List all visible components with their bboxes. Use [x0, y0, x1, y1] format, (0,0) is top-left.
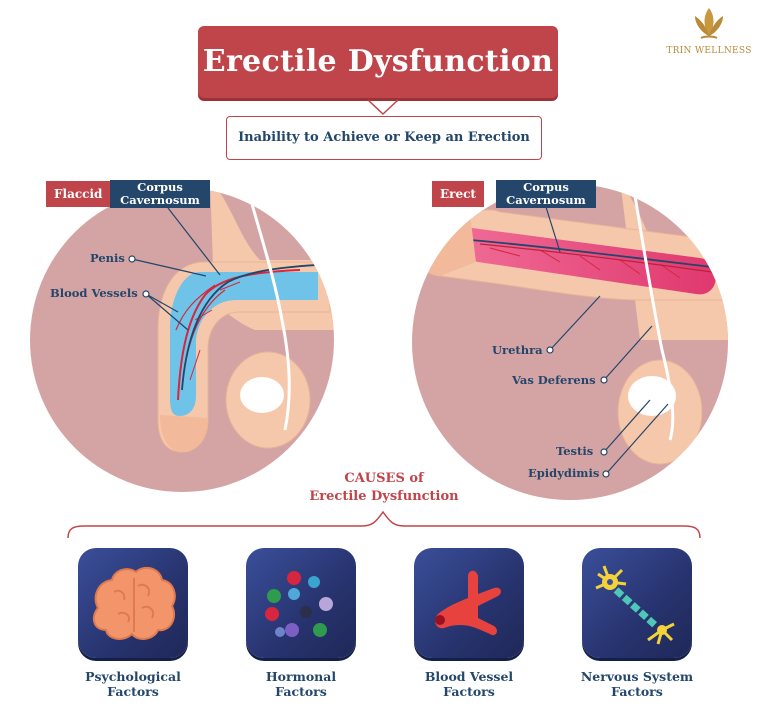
label-testis: Testis [556, 444, 594, 458]
page-title: Erectile Dysfunction [202, 44, 554, 79]
lotus-logo-icon [695, 8, 723, 39]
hormonal-line2: Factors [275, 684, 327, 699]
neuron-icon [595, 565, 675, 645]
nervous-system-label: Nervous System Factors [557, 669, 717, 699]
label-vas-deferens: Vas Deferens [512, 373, 596, 387]
causes-heading: CAUSES of Erectile Dysfunction [284, 470, 484, 506]
label-epidydimis: Epidydimis [528, 466, 600, 480]
blood-vessel-label: Blood Vessel Factors [389, 669, 549, 699]
blood-vessel-line2: Factors [443, 684, 495, 699]
brand-logo: TRIN WELLNESS [664, 6, 754, 56]
blood-vessel-line1: Blood Vessel [424, 669, 514, 684]
hormonal-line1: Hormonal [265, 669, 337, 684]
erect-state-tag: Erect [432, 181, 484, 207]
causes-bracket [67, 510, 701, 539]
label-penis: Penis [90, 251, 125, 265]
flaccid-diagram [30, 188, 334, 492]
blood-vessel-icon [435, 570, 501, 636]
nervous-system-line1: Nervous System [580, 669, 694, 684]
blood-vessel-card [414, 548, 524, 658]
brand-name: TRIN WELLNESS [666, 46, 752, 56]
psychological-label: Psychological Factors [53, 669, 213, 699]
erect-diagram [412, 184, 728, 500]
psychological-line1: Psychological [85, 669, 181, 684]
erect-corpus-label: Corpus Cavernosum [496, 180, 596, 208]
erect-corpus-text: Corpus Cavernosum [506, 180, 586, 207]
hormonal-card [246, 548, 356, 658]
flaccid-state-tag: Flaccid [46, 181, 111, 207]
subtitle: Inability to Achieve or Keep an Erection [238, 130, 530, 145]
psychological-card [78, 548, 188, 658]
flaccid-corpus-label: Corpus Cavernosum [110, 180, 210, 208]
nervous-system-card [582, 548, 692, 658]
flaccid-corpus-text: Corpus Cavernosum [120, 180, 200, 207]
molecules-icon [265, 571, 333, 637]
hormonal-label: Hormonal Factors [221, 669, 381, 699]
nervous-system-line2: Factors [611, 684, 663, 699]
causes-heading-line2: Erectile Dysfunction [309, 489, 459, 504]
label-blood-vessels: Blood Vessels [50, 286, 138, 300]
psychological-line2: Factors [107, 684, 159, 699]
brain-icon [92, 566, 176, 640]
label-urethra: Urethra [492, 343, 543, 357]
causes-heading-line1: CAUSES of [344, 471, 424, 486]
title-banner: Erectile Dysfunction [198, 26, 558, 98]
subtitle-box: Inability to Achieve or Keep an Erection [226, 116, 542, 160]
